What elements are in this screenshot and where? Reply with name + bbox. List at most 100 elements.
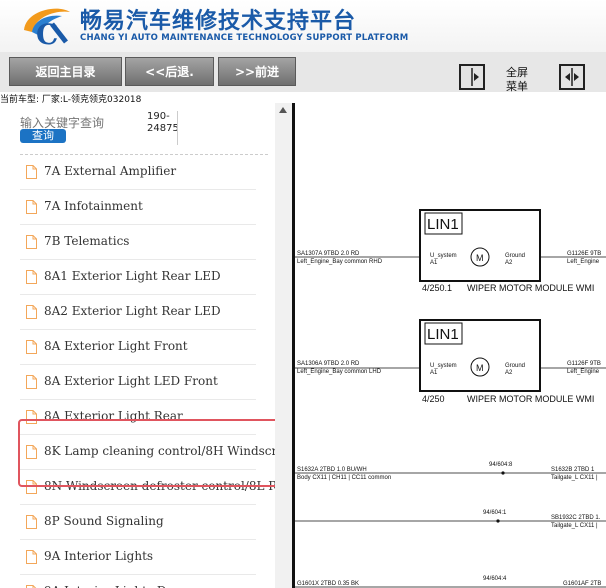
- wire-label: S1632A 2TBD 1.0 BU/WH: [297, 467, 367, 473]
- separator: [20, 154, 268, 155]
- pin-label: A2: [505, 370, 513, 376]
- connector-label: 94/604:1: [483, 510, 507, 516]
- lin-label: LIN1: [427, 326, 459, 343]
- document-icon: [26, 200, 37, 214]
- back-to-main-button[interactable]: 返回主目录: [9, 57, 122, 86]
- list-item[interactable]: 8P Sound Signaling: [20, 505, 256, 540]
- list-item[interactable]: 8A Exterior Light Front: [20, 330, 256, 365]
- wire-label: Left_Engine: [567, 259, 600, 265]
- app-header: C 畅易汽车维修技术支持平台 CHANG YI AUTO MAINTENANCE…: [0, 0, 606, 52]
- list-item-label: 9A Interior Lights: [44, 549, 154, 563]
- forward-button[interactable]: >>前进: [218, 57, 296, 86]
- pin-label: Ground: [505, 253, 525, 259]
- document-icon: [26, 165, 37, 179]
- pin-label: A2: [505, 260, 513, 266]
- document-icon: [26, 550, 37, 564]
- wire-group-5: G1601X 2TBD 0.35 BK 94/604:4 G1601AF 2TB: [295, 576, 606, 588]
- wire-group-4: 94/604:1 SB1932C 2TBD 1. Tailgate_L CX11…: [295, 510, 606, 529]
- pin-label: U_system: [430, 253, 457, 259]
- highlight-box: [18, 419, 290, 487]
- scroll-up-arrow-icon[interactable]: [279, 107, 287, 113]
- document-icon: [26, 340, 37, 354]
- list-item-label: 7B Telematics: [44, 234, 130, 248]
- collapse-panel-button[interactable]: [459, 64, 485, 90]
- document-icon: [26, 585, 37, 588]
- fullscreen-button[interactable]: [559, 64, 585, 90]
- list-item[interactable]: 7B Telematics: [20, 225, 256, 260]
- wiring-diagram: SA1307A 9TBD 2.0 RD Left_Engine_Bay comm…: [295, 103, 606, 588]
- list-item-label: 9A Interior Lights Doors: [44, 584, 193, 588]
- component-ref: 4/250.1: [422, 283, 452, 293]
- connector-label: 94/604:4: [483, 576, 507, 582]
- document-list: 7A External Amplifier 7A Infotainment 7B T…: [20, 155, 275, 588]
- wire-label: SB1932C 2TBD 1.: [551, 515, 601, 521]
- wire-label: G1126F 9TB: [567, 361, 601, 367]
- list-item[interactable]: 8K Lamp cleaning control/8H Windscreen: [20, 435, 275, 470]
- app-subtitle: CHANG YI AUTO MAINTENANCE TECHNOLOGY SUP…: [80, 33, 409, 43]
- pin-label: A1: [430, 260, 438, 266]
- code-divider: [177, 111, 178, 145]
- component-ref: 4/250: [422, 394, 445, 404]
- back-button[interactable]: <<后退.: [125, 57, 214, 86]
- svg-text:C: C: [36, 18, 58, 48]
- wire-label: Body CX11 | CH11 | CC11 common: [297, 475, 391, 481]
- wire-label: SA1307A 9TBD 2.0 RD: [297, 251, 360, 257]
- diagram-canvas: SA1307A 9TBD 2.0 RD Left_Engine_Bay comm…: [295, 209, 606, 588]
- panel-toggle-icon: [471, 68, 479, 86]
- document-icon: [26, 480, 37, 494]
- wire-label: Left_Engine_Bay common RHD: [297, 259, 383, 265]
- expand-icon: [565, 68, 579, 86]
- component-title: WIPER MOTOR MODULE WMI: [467, 394, 594, 404]
- list-item-label: 8K Lamp cleaning control/8H Windscreen: [44, 444, 275, 458]
- component-title: WIPER MOTOR MODULE WMI: [467, 283, 594, 293]
- scrollbar[interactable]: [275, 103, 292, 588]
- wire-label: Tailgate_L CX11 |: [551, 475, 598, 481]
- search-input[interactable]: [20, 115, 110, 131]
- wire-label: G1601X 2TBD 0.35 BK: [297, 581, 359, 587]
- vehicle-info: 当前车型: 厂家:L-领克领克032018: [0, 95, 142, 105]
- wire-group-3: S1632A 2TBD 1.0 BU/WH Body CX11 | CH11 |…: [295, 462, 606, 481]
- list-item[interactable]: 8A2 Exterior Light Rear LED: [20, 295, 256, 330]
- motor-icon: M: [476, 253, 484, 263]
- document-icon: [26, 235, 37, 249]
- list-item-label: 7A External Amplifier: [44, 164, 177, 178]
- document-icon: [26, 375, 37, 389]
- wire-label: Left_Engine_Bay common LHD: [297, 369, 382, 375]
- list-item-label: 8A1 Exterior Light Rear LED: [44, 269, 221, 283]
- list-item[interactable]: 9A Interior Lights Doors: [20, 575, 256, 588]
- document-icon: [26, 515, 37, 529]
- wiper-motor-module-1: SA1307A 9TBD 2.0 RD Left_Engine_Bay comm…: [295, 209, 606, 293]
- lin-label: LIN1: [427, 216, 459, 233]
- wire-label: Left_Engine: [567, 369, 600, 375]
- motor-icon: M: [476, 363, 484, 373]
- app-title: 畅易汽车维修技术支持平台: [80, 9, 357, 34]
- pin-label: U_system: [430, 363, 457, 369]
- wire-label: Tailgate_L CX11 |: [551, 523, 598, 529]
- connector-label: 94/604:8: [489, 462, 513, 468]
- list-item-label: 8P Sound Signaling: [44, 514, 164, 528]
- document-icon: [26, 270, 37, 284]
- list-item[interactable]: 7A Infotainment: [20, 190, 256, 225]
- list-item-label: 7A Infotainment: [44, 199, 143, 213]
- logo-icon: C: [24, 8, 70, 48]
- search-button[interactable]: 查询: [20, 129, 66, 143]
- list-item[interactable]: 8A Exterior Light LED Front: [20, 365, 256, 400]
- pin-label: A1: [430, 370, 438, 376]
- list-item-label: 8A Exterior Light LED Front: [44, 374, 218, 388]
- wire-label: SA1306A 9TBD 2.0 RD: [297, 361, 360, 367]
- panel-divider[interactable]: [292, 103, 295, 588]
- list-item-label: 8A Exterior Light Front: [44, 339, 188, 353]
- list-item[interactable]: 8A1 Exterior Light Rear LED: [20, 260, 256, 295]
- list-item[interactable]: 9A Interior Lights: [20, 540, 256, 575]
- document-icon: [26, 305, 37, 319]
- list-item-label: 8A2 Exterior Light Rear LED: [44, 304, 221, 318]
- wire-label: G1601AF 2TB: [563, 581, 601, 587]
- fullscreen-menu-label[interactable]: 全屏 菜单: [506, 66, 528, 93]
- toolbar: 返回主目录 <<后退. >>前进 全屏 菜单: [0, 52, 606, 93]
- wire-label: G1126E 9TB: [567, 251, 601, 257]
- list-item[interactable]: 7A External Amplifier: [20, 155, 256, 190]
- pin-label: Ground: [505, 363, 525, 369]
- wiper-motor-module-2: SA1306A 9TBD 2.0 RD Left_Engine_Bay comm…: [295, 319, 606, 404]
- document-icon: [26, 445, 37, 459]
